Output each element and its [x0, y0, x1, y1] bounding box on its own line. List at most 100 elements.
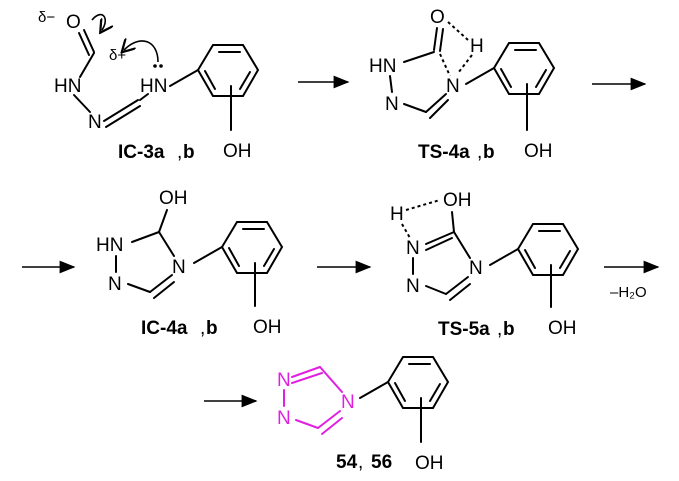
compound-label-ic-4-b: b: [206, 318, 218, 339]
compound-label-ts-5-b: b: [503, 319, 515, 340]
hydroxyl-group: OH: [253, 317, 282, 338]
hydrogen-atom: H: [470, 36, 484, 57]
ring-bond: [317, 410, 341, 429]
dehydration-condition: –H₂O: [610, 284, 647, 301]
nh-ring-bond: [169, 69, 199, 87]
hydroxyl-group: OH: [443, 190, 472, 211]
ring-bond: [445, 276, 469, 295]
ring-bond: [403, 103, 427, 113]
ring-double-bond: [535, 69, 547, 88]
label-separator: ,: [477, 142, 482, 163]
ring-bond: [389, 75, 393, 93]
n-aryl-bond: [465, 67, 495, 85]
ring-double-bond: [500, 68, 512, 88]
nitrogen-atom: N: [277, 408, 291, 429]
c-oh-bond: [158, 209, 168, 233]
ring-bond: [291, 366, 321, 378]
hydroxyl-group: OH: [159, 188, 188, 209]
n-aryl-bond: [193, 246, 223, 264]
nitrogen-atom: N: [277, 370, 291, 391]
ring-bond: [158, 231, 175, 257]
ring-double-bond: [429, 383, 441, 402]
h-bond-dashed: [447, 21, 469, 41]
nitrogen-atom: N: [88, 112, 102, 133]
n-c-imine-bond-2: [105, 105, 141, 128]
curved-arrow-carbonyl: [91, 13, 105, 30]
ring-bond: [319, 366, 343, 393]
c-n-bond: [79, 52, 95, 78]
structure-ts-4: O H HN N N OH TS-4a , b: [369, 7, 556, 163]
ring-double-bond: [559, 250, 571, 269]
ring-double-bond: [449, 283, 471, 301]
ring-bond: [453, 231, 471, 259]
h-bond-dashed: [457, 54, 473, 74]
ring-double-bond: [153, 281, 175, 299]
ring-double-bond: [204, 70, 216, 90]
compound-label-ic-3-b: b: [183, 142, 195, 163]
compound-label-ts-4-b: b: [483, 142, 495, 163]
ring-double-bond: [291, 372, 323, 384]
ring-bond: [425, 93, 447, 113]
hn-atom: HN: [96, 235, 123, 256]
label-separator: ,: [177, 142, 182, 163]
hn-atom: HN: [369, 56, 396, 77]
benzene-ring: [492, 42, 556, 95]
n-aryl-bond: [359, 381, 389, 399]
compound-label-56: 56: [371, 452, 392, 473]
delta-minus-label: δ−: [38, 9, 55, 26]
label-separator: ,: [358, 452, 363, 473]
lone-pair-dot: [159, 64, 163, 68]
compound-label-ts-5: TS-5a: [438, 319, 490, 340]
ring-nitrogen-atom: N: [469, 258, 483, 279]
compound-label-ic-4: IC-4a: [141, 318, 188, 339]
ring-bond: [149, 274, 173, 293]
carbonyl-bond: [433, 27, 438, 51]
n-c-imine-bond: [103, 99, 139, 122]
hydroxyl-group: OH: [524, 141, 553, 162]
ring-double-bond: [228, 247, 240, 267]
ring-bond: [425, 285, 447, 295]
ring-nitrogen-atom: N: [446, 76, 460, 97]
hydrogen-atom: H: [390, 204, 404, 225]
ring-bond: [295, 419, 319, 429]
c-oh-bond: [451, 211, 455, 233]
label-separator: ,: [497, 319, 502, 340]
oxygen-atom: O: [66, 12, 81, 33]
ring-bond: [127, 283, 151, 293]
structure-product: N N N OH 54 , 56: [277, 356, 450, 474]
oxygen-atom: O: [430, 7, 445, 28]
h-bond-dashed: [405, 199, 441, 211]
ring-nitrogen-atom: N: [341, 392, 355, 413]
n-aryl-bond: [489, 248, 519, 266]
benzene-ring: [386, 356, 450, 409]
nitrogen-atom: N: [385, 94, 399, 115]
carbonyl-bond-2: [78, 32, 90, 56]
h-bond-dashed: [401, 223, 411, 239]
ring-double-bond: [263, 248, 275, 267]
ring-bond: [425, 231, 455, 245]
amine-hn-atom: HN: [140, 76, 167, 97]
ring-bond: [131, 231, 160, 243]
carbonyl-bond: [83, 29, 95, 53]
ring-double-bond: [321, 417, 343, 435]
hn-atom: HN: [54, 76, 81, 97]
curved-arrow-attack: [124, 41, 159, 63]
hydroxyl-group: OH: [415, 453, 444, 474]
nitrogen-atom: N: [108, 274, 122, 295]
ring-nitrogen-atom: N: [172, 257, 186, 278]
benzene-ring: [220, 221, 284, 274]
label-separator: ,: [200, 318, 205, 339]
n-n-bond: [73, 94, 91, 113]
structure-ic-3: δ− O δ+ HN N HN OH IC-3a , b: [38, 9, 260, 163]
ring-double-bond: [239, 71, 251, 90]
ring-double-bond: [425, 237, 453, 251]
ring-double-bond: [394, 382, 406, 402]
nitrogen-atom: N: [406, 276, 420, 297]
triazole-ring: N N N: [277, 366, 355, 435]
benzene-ring: [196, 44, 260, 97]
compound-label-ic-3: IC-3a: [118, 142, 165, 163]
benzene-ring: [516, 223, 580, 276]
ring-double-bond: [524, 249, 536, 269]
nitrogen-atom: N: [406, 238, 420, 259]
